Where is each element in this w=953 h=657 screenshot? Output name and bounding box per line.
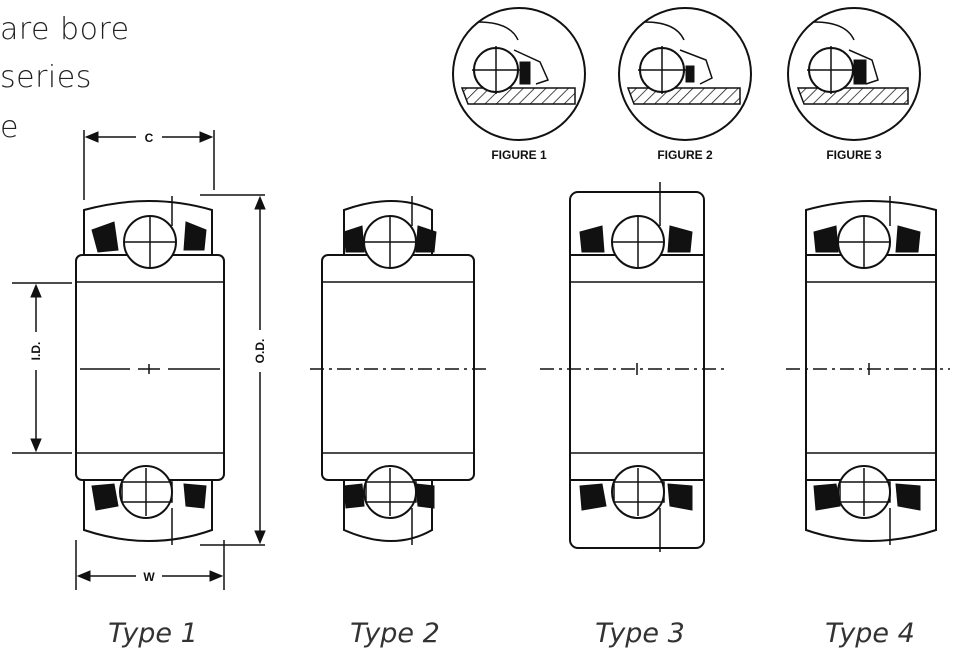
type-4-bearing bbox=[786, 196, 950, 545]
figure-3-detail bbox=[787, 7, 921, 141]
heading-line-1: are bore bbox=[0, 12, 130, 47]
type-1-label: Type 1 bbox=[108, 618, 198, 649]
dimension-w-label: W bbox=[143, 570, 155, 584]
figure-2-label: FIGURE 2 bbox=[657, 148, 713, 162]
heading-line-3: e bbox=[0, 110, 19, 145]
figure-3-label: FIGURE 3 bbox=[826, 148, 882, 162]
type-1-bearing: C W I.D. O.D. bbox=[12, 130, 267, 590]
type-3-label: Type 3 bbox=[595, 618, 685, 649]
figure-2-detail bbox=[618, 7, 752, 141]
dimension-id-label: I.D. bbox=[29, 342, 43, 361]
figure-1-label: FIGURE 1 bbox=[491, 148, 547, 162]
heading-line-2: series bbox=[0, 60, 92, 95]
figure-1-detail bbox=[452, 7, 586, 141]
dimension-od-label: O.D. bbox=[253, 339, 267, 364]
type-4-label: Type 4 bbox=[825, 618, 915, 649]
type-3-bearing bbox=[540, 182, 728, 552]
type-2-label: Type 2 bbox=[350, 618, 440, 649]
dimension-c-label: C bbox=[145, 131, 154, 145]
type-2-bearing bbox=[310, 196, 488, 545]
